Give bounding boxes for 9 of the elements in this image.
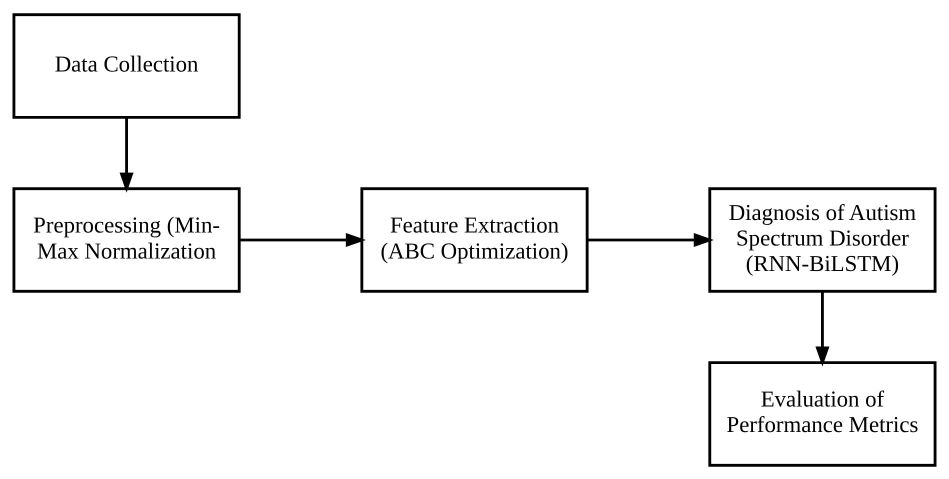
node-box: Feature Extraction (ABC Optimization) (360, 186, 589, 292)
node-box: Evaluation of Performance Metrics (708, 360, 936, 466)
arrow (120, 116, 134, 192)
arrow (239, 232, 366, 246)
node-box: Diagnosis of Autism Spectrum Disorder (RNN-BiLSTM) (708, 186, 936, 292)
arrow (587, 232, 714, 246)
arrow (815, 290, 830, 366)
node-box: Preprocessing (Min-Max Normalization (12, 186, 241, 292)
node-box: Data Collection (12, 12, 241, 118)
